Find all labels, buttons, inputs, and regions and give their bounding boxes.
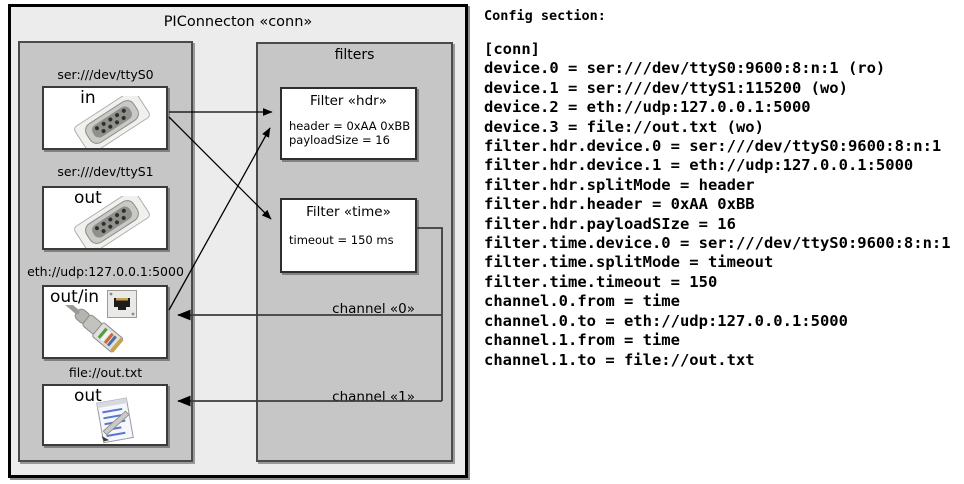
device-uri-eth: eth://udp:127.0.0.1:5000 (27, 264, 184, 279)
device-direction: out/in (50, 287, 100, 307)
ethernet-plug-icon (63, 305, 124, 353)
device-uri-ttys1: ser:///dev/ttyS1 (57, 164, 154, 179)
notepad-icon (96, 397, 134, 444)
device-direction: in (80, 88, 96, 108)
filter-box-time: Filter «time» timeout = 150 ms (280, 198, 417, 273)
filters-group-title: filters (334, 47, 375, 63)
filter-title: Filter «time» (306, 204, 391, 220)
connector-diagram: PIConnecton «conn» ser:///dev/ttyS0 in (8, 4, 468, 478)
channel-0-label: channel «0» (332, 301, 415, 317)
device-direction: out (73, 188, 102, 208)
filter-attribute: header = 0xAA 0xBB (289, 119, 411, 133)
config-heading: Config section: (484, 8, 606, 24)
filter-box-hdr: Filter «hdr» header = 0xAA 0xBB payloadS… (280, 87, 417, 160)
filter-title: Filter «hdr» (310, 93, 387, 109)
filter-attribute: timeout = 150 ms (289, 233, 394, 247)
filters-group: filters Filter «hdr» header = 0xAA 0xBB … (256, 42, 453, 462)
serial-connector-icon (74, 196, 150, 248)
device-box-ttys1: out (42, 186, 168, 250)
config-text: [conn] device.0 = ser:///dev/ttyS0:9600:… (484, 40, 951, 369)
device-box-ttys0: in (42, 86, 168, 150)
channel-1-label: channel «1» (332, 389, 415, 405)
device-box-file: out (42, 384, 168, 446)
device-box-eth: out/in (42, 285, 168, 359)
devices-group: ser:///dev/ttyS0 in (18, 41, 193, 462)
device-uri-ttys0: ser:///dev/ttyS0 (57, 67, 154, 82)
filter-attribute: payloadSize = 16 (289, 133, 390, 147)
diagram-title: PIConnecton «conn» (163, 14, 313, 30)
device-uri-file: file://out.txt (68, 365, 143, 380)
ethernet-port-icon (107, 290, 137, 318)
serial-connector-icon (74, 96, 150, 148)
device-direction: out (74, 386, 102, 406)
